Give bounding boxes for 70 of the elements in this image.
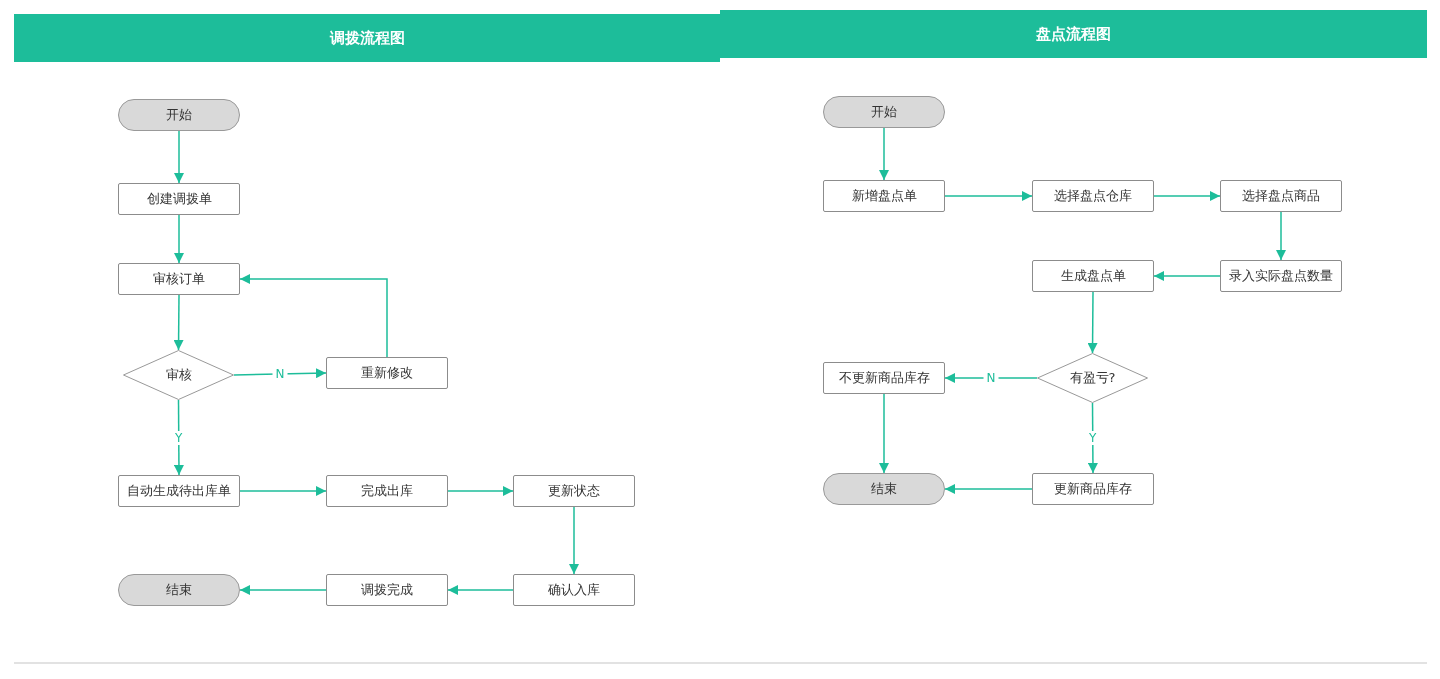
arrow <box>233 368 327 379</box>
panel-title-bar: 盘点流程图 <box>720 10 1427 58</box>
node-label: 选择盘点商品 <box>1242 187 1320 205</box>
process-box <box>1032 180 1154 212</box>
process-box <box>513 475 635 507</box>
node-label: 新增盘点单 <box>851 187 917 205</box>
arrow <box>1153 271 1221 281</box>
edge-label: N <box>983 371 999 385</box>
node-label: 有盈亏? <box>1069 369 1116 387</box>
arrow <box>944 484 1033 494</box>
arrow <box>879 127 889 181</box>
arrow <box>174 130 184 184</box>
arrow <box>944 373 1038 383</box>
terminal-pill <box>118 99 240 131</box>
terminal-pill <box>118 574 240 606</box>
process-box <box>1032 260 1154 292</box>
edge-label: Y <box>172 430 186 445</box>
node-label: 结束 <box>871 480 897 498</box>
panel-title-bar: 调拨流程图 <box>14 14 720 62</box>
arrow <box>1153 191 1221 201</box>
arrow <box>239 585 327 595</box>
node-label: 确认入库 <box>548 581 600 599</box>
arrow <box>173 399 184 476</box>
decision-diamond <box>1037 353 1148 403</box>
flowchart-panel <box>14 14 720 664</box>
process-box <box>326 574 448 606</box>
terminal-pill <box>823 96 945 128</box>
arrow <box>173 294 184 351</box>
arrow <box>1087 291 1098 354</box>
process-box <box>326 475 448 507</box>
node-label: 结束 <box>166 581 192 599</box>
decision-diamond <box>123 350 234 400</box>
process-box <box>118 263 240 295</box>
process-box <box>823 180 945 212</box>
arrow <box>944 191 1033 201</box>
arrow <box>569 506 579 575</box>
process-box <box>513 574 635 606</box>
edge-label: N <box>272 367 288 381</box>
node-label: 选择盘点仓库 <box>1054 187 1132 205</box>
arrow <box>174 214 184 264</box>
arrow <box>1276 211 1286 261</box>
process-box <box>326 357 448 389</box>
process-box <box>1032 473 1154 505</box>
node-label: 自动生成待出库单 <box>127 482 231 500</box>
node-label: 创建调拨单 <box>146 190 212 208</box>
process-box <box>118 183 240 215</box>
node-label: 审核订单 <box>153 270 205 288</box>
node-label: 重新修改 <box>361 364 413 382</box>
edge-label: Y <box>1086 431 1100 445</box>
process-box <box>118 475 240 507</box>
node-label: 完成出库 <box>361 482 413 500</box>
arrow <box>447 585 514 595</box>
arrow <box>879 393 889 474</box>
arrow <box>447 486 514 496</box>
node-label: 开始 <box>871 103 897 121</box>
flowchart-panel <box>720 10 1427 664</box>
node-label: 生成盘点单 <box>1060 267 1126 285</box>
node-label: 更新状态 <box>548 482 600 500</box>
node-label: 调拨完成 <box>361 581 413 599</box>
node-label: 不更新商品库存 <box>838 369 930 387</box>
arrow <box>239 274 388 358</box>
node-label: 开始 <box>166 106 192 124</box>
process-box <box>1220 260 1342 292</box>
arrow <box>239 486 327 496</box>
node-label: 录入实际盘点数量 <box>1229 267 1333 285</box>
process-box <box>1220 180 1342 212</box>
node-label: 更新商品库存 <box>1054 480 1132 498</box>
node-label: 审核 <box>165 366 192 384</box>
terminal-pill <box>823 473 945 505</box>
process-box <box>823 362 945 394</box>
